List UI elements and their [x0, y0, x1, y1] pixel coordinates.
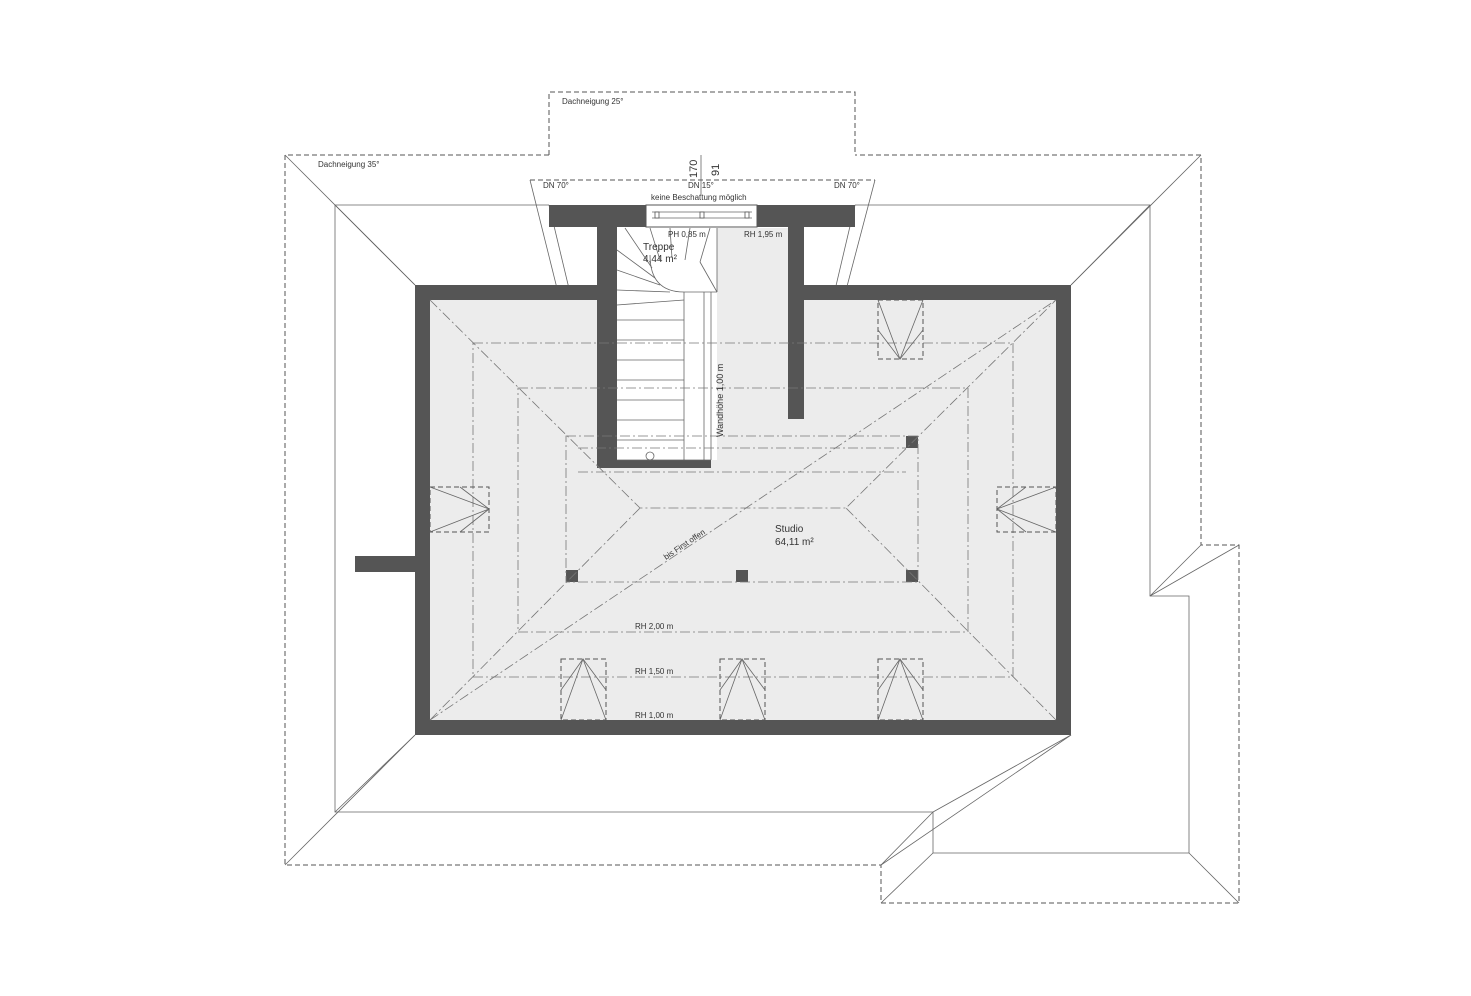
dn-center-label: DN 15°	[688, 181, 714, 190]
dormer-window	[645, 204, 758, 228]
wall-height-label: Wandhöhe 1,00 m	[715, 364, 725, 437]
skylight-bottom-1	[560, 657, 607, 721]
dn-left-label: DN 70°	[543, 181, 569, 190]
skylight-bottom-2	[719, 657, 766, 721]
floor-area	[430, 228, 1056, 720]
skylight-left	[429, 486, 491, 533]
rh-150-label: RH 1,50 m	[635, 667, 674, 676]
dimension-91: 91	[710, 164, 722, 176]
rh-dormer-label: RH 1,95 m	[744, 230, 783, 239]
dimension-170: 170	[688, 160, 700, 178]
skylights	[429, 299, 1057, 721]
studio-room-name: Studio	[775, 524, 804, 535]
studio-room-area: 64,11 m²	[775, 537, 814, 548]
shading-note: keine Beschattung möglich	[651, 193, 747, 202]
ridge-lines	[429, 299, 1057, 721]
stair-room-area: 4,44 m²	[643, 254, 678, 265]
staircase	[616, 227, 718, 461]
skylight-right	[995, 486, 1057, 533]
dn-right-label: DN 70°	[834, 181, 860, 190]
skylight-top	[877, 299, 924, 361]
ph-label: PH 0,85 m	[668, 230, 706, 239]
roof-pitch-main-label: Dachneigung 35°	[318, 160, 379, 169]
stair-room-name: Treppe	[643, 242, 675, 253]
rh-200-label: RH 2,00 m	[635, 622, 674, 631]
skylight-bottom-3	[877, 657, 924, 721]
roof-pitch-dormer-label: Dachneigung 25°	[562, 97, 623, 106]
roof-outline	[284, 91, 1240, 904]
rh-100-label: RH 1,00 m	[635, 711, 674, 720]
walls	[355, 205, 1071, 735]
